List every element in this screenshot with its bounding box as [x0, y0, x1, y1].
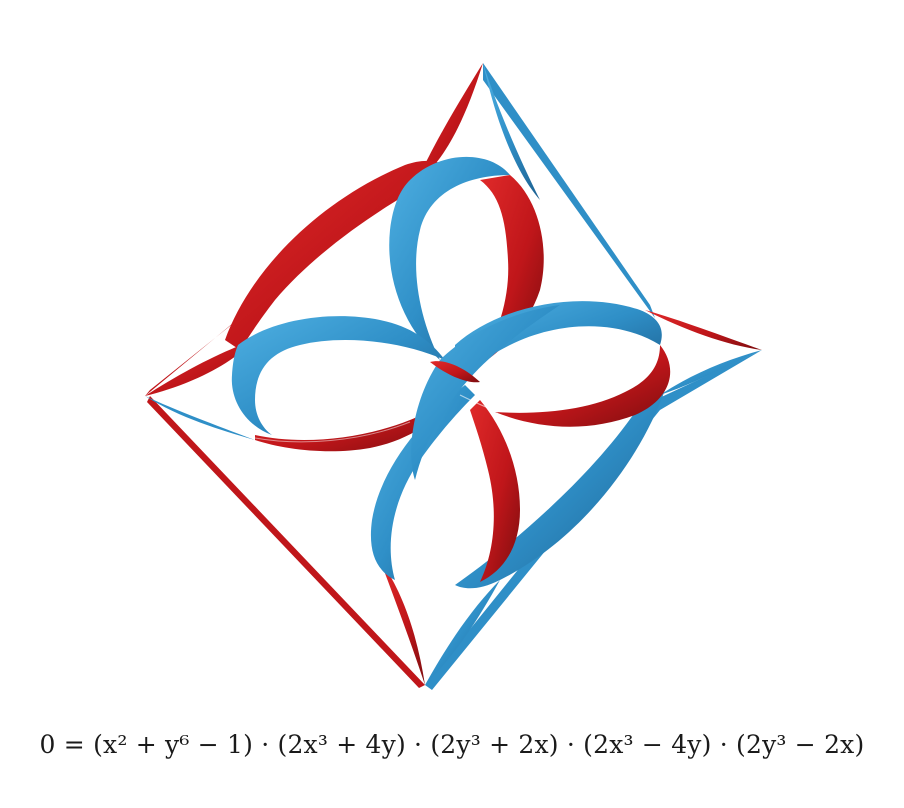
top-petal-blue [389, 156, 510, 360]
top-spike-red [418, 63, 483, 180]
algebraic-surface-diagram [145, 63, 762, 690]
left-petal-red [255, 390, 455, 452]
outer-edge-sw [147, 396, 425, 688]
outer-edge-se [425, 350, 762, 690]
bottom-petal-blue [370, 385, 475, 580]
center-blue-band [411, 305, 560, 480]
right-petal-red [495, 345, 671, 427]
top-petal-red [480, 175, 544, 365]
bottom-petal-red [470, 400, 520, 582]
left-petal-blue [231, 316, 445, 435]
bottom-spike-blue [425, 580, 500, 685]
equation-text: 0 = (x² + y⁶ − 1) · (2x³ + 4y) · (2y³ + … [39, 730, 865, 759]
right-spike-blue [660, 350, 762, 395]
right-spike-red [645, 310, 762, 350]
inner-edge-highlight-2 [254, 421, 411, 443]
center-red-knot [430, 361, 480, 383]
equation-caption: 0 = (x² + y⁶ − 1) · (2x³ + 4y) · (2y³ + … [0, 730, 904, 759]
outer-edge-ne [483, 63, 655, 318]
left-spike-red [145, 340, 255, 396]
inner-edge-highlight-1 [459, 394, 499, 413]
